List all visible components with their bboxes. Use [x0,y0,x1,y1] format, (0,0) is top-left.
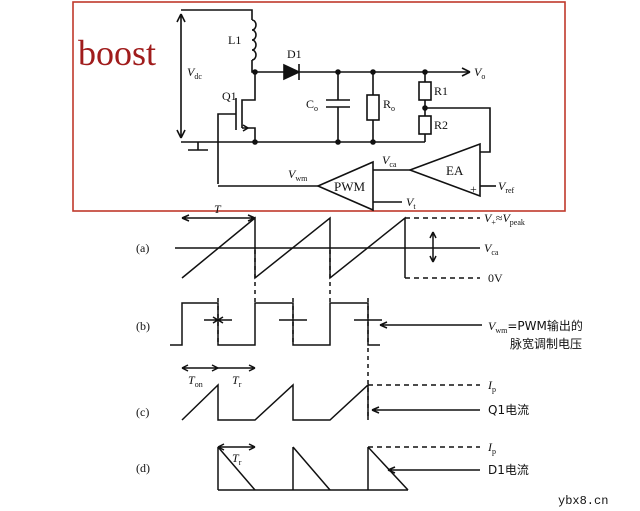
node-gnd2 [335,139,341,145]
q1-pointer [371,406,480,414]
tr-arrow [218,364,256,372]
label-pwm: PWM [334,179,366,194]
tr-d-arrow [217,443,256,451]
vwm-pointer [379,321,482,329]
label-vwm: Vwm [288,167,308,183]
label-vt: Vt [406,195,416,211]
resistor-ro [366,94,380,121]
ground-symbol [188,142,208,151]
wire-top-left [181,9,253,20]
label-ea: EA [446,163,464,178]
wire-node [251,60,284,73]
output-arrow [461,67,471,77]
diode-d1 [283,63,301,81]
label-ip-c: Ip [487,378,496,394]
label-d1: D1 [287,47,302,61]
label-ton: Ton [188,373,203,389]
q1-arrow [242,124,249,132]
period-arrow [181,214,256,222]
waveform-a-range-arrow [429,231,437,263]
label-vdc: Vdc [187,65,202,81]
label-tr: Tr [232,373,242,389]
label-vwm-desc2: 脉宽调制电压 [510,336,582,351]
ea-block [407,142,481,198]
vdc-arrow [176,13,186,139]
label-b: (b) [136,319,150,333]
label-vref: Vref [498,179,515,195]
label-c: (c) [136,405,149,419]
label-r2: R2 [434,118,448,132]
inductor-l1 [251,19,257,61]
label-r1: R1 [434,84,448,98]
wire-feedback [425,107,491,153]
capacitor-co [326,72,350,142]
label-a: (a) [136,241,149,255]
switch-q1 [217,72,256,184]
circuit [176,9,496,212]
label-co: Co [306,97,318,113]
d1-pointer [387,466,480,474]
label-plus: + [470,182,477,196]
waveforms [170,214,482,491]
circuit-labels: Vdc L1 D1 Q1 Vo Co Ro R1 R2 EA + PWM Vwm… [187,33,515,211]
label-d: (d) [136,461,150,475]
node-gnd3 [370,139,376,145]
label-ip-d: Ip [487,440,496,456]
resistor-r1 [418,81,432,101]
watermark: ybx8.cn [558,494,608,508]
label-vca: Vca [382,153,397,169]
label-l1: L1 [228,33,241,47]
waveform-b-pulses [170,302,380,346]
title-boost: boost [78,33,156,73]
label-ro: Ro [383,97,395,113]
label-vplus: V+≈Vpeak [484,211,525,227]
label-q1: Q1 [222,89,237,103]
label-period: T [214,202,222,216]
label-vca-wave: Vca [484,241,499,257]
label-d1-current: D1电流 [488,463,529,477]
guide-dashes [217,250,369,420]
label-vo: Vo [474,65,485,81]
waveform-labels: T (a) (b) (c) (d) V+≈Vpeak Vca 0V Vwm=PW… [136,202,583,477]
waveform-d-d1 [217,446,409,491]
circuit-frame [72,1,566,212]
label-tr-d: Tr [232,451,242,467]
waveform-c-q1 [181,383,369,421]
ton-arrow [181,364,219,372]
label-vwm-wave: Vwm=PWM输出的 [488,318,583,335]
label-q1-current: Q1电流 [488,403,529,417]
pwm-block [315,160,374,212]
label-zero: 0V [488,271,503,285]
resistor-r2 [418,115,432,135]
b-marker-1 [204,316,232,324]
